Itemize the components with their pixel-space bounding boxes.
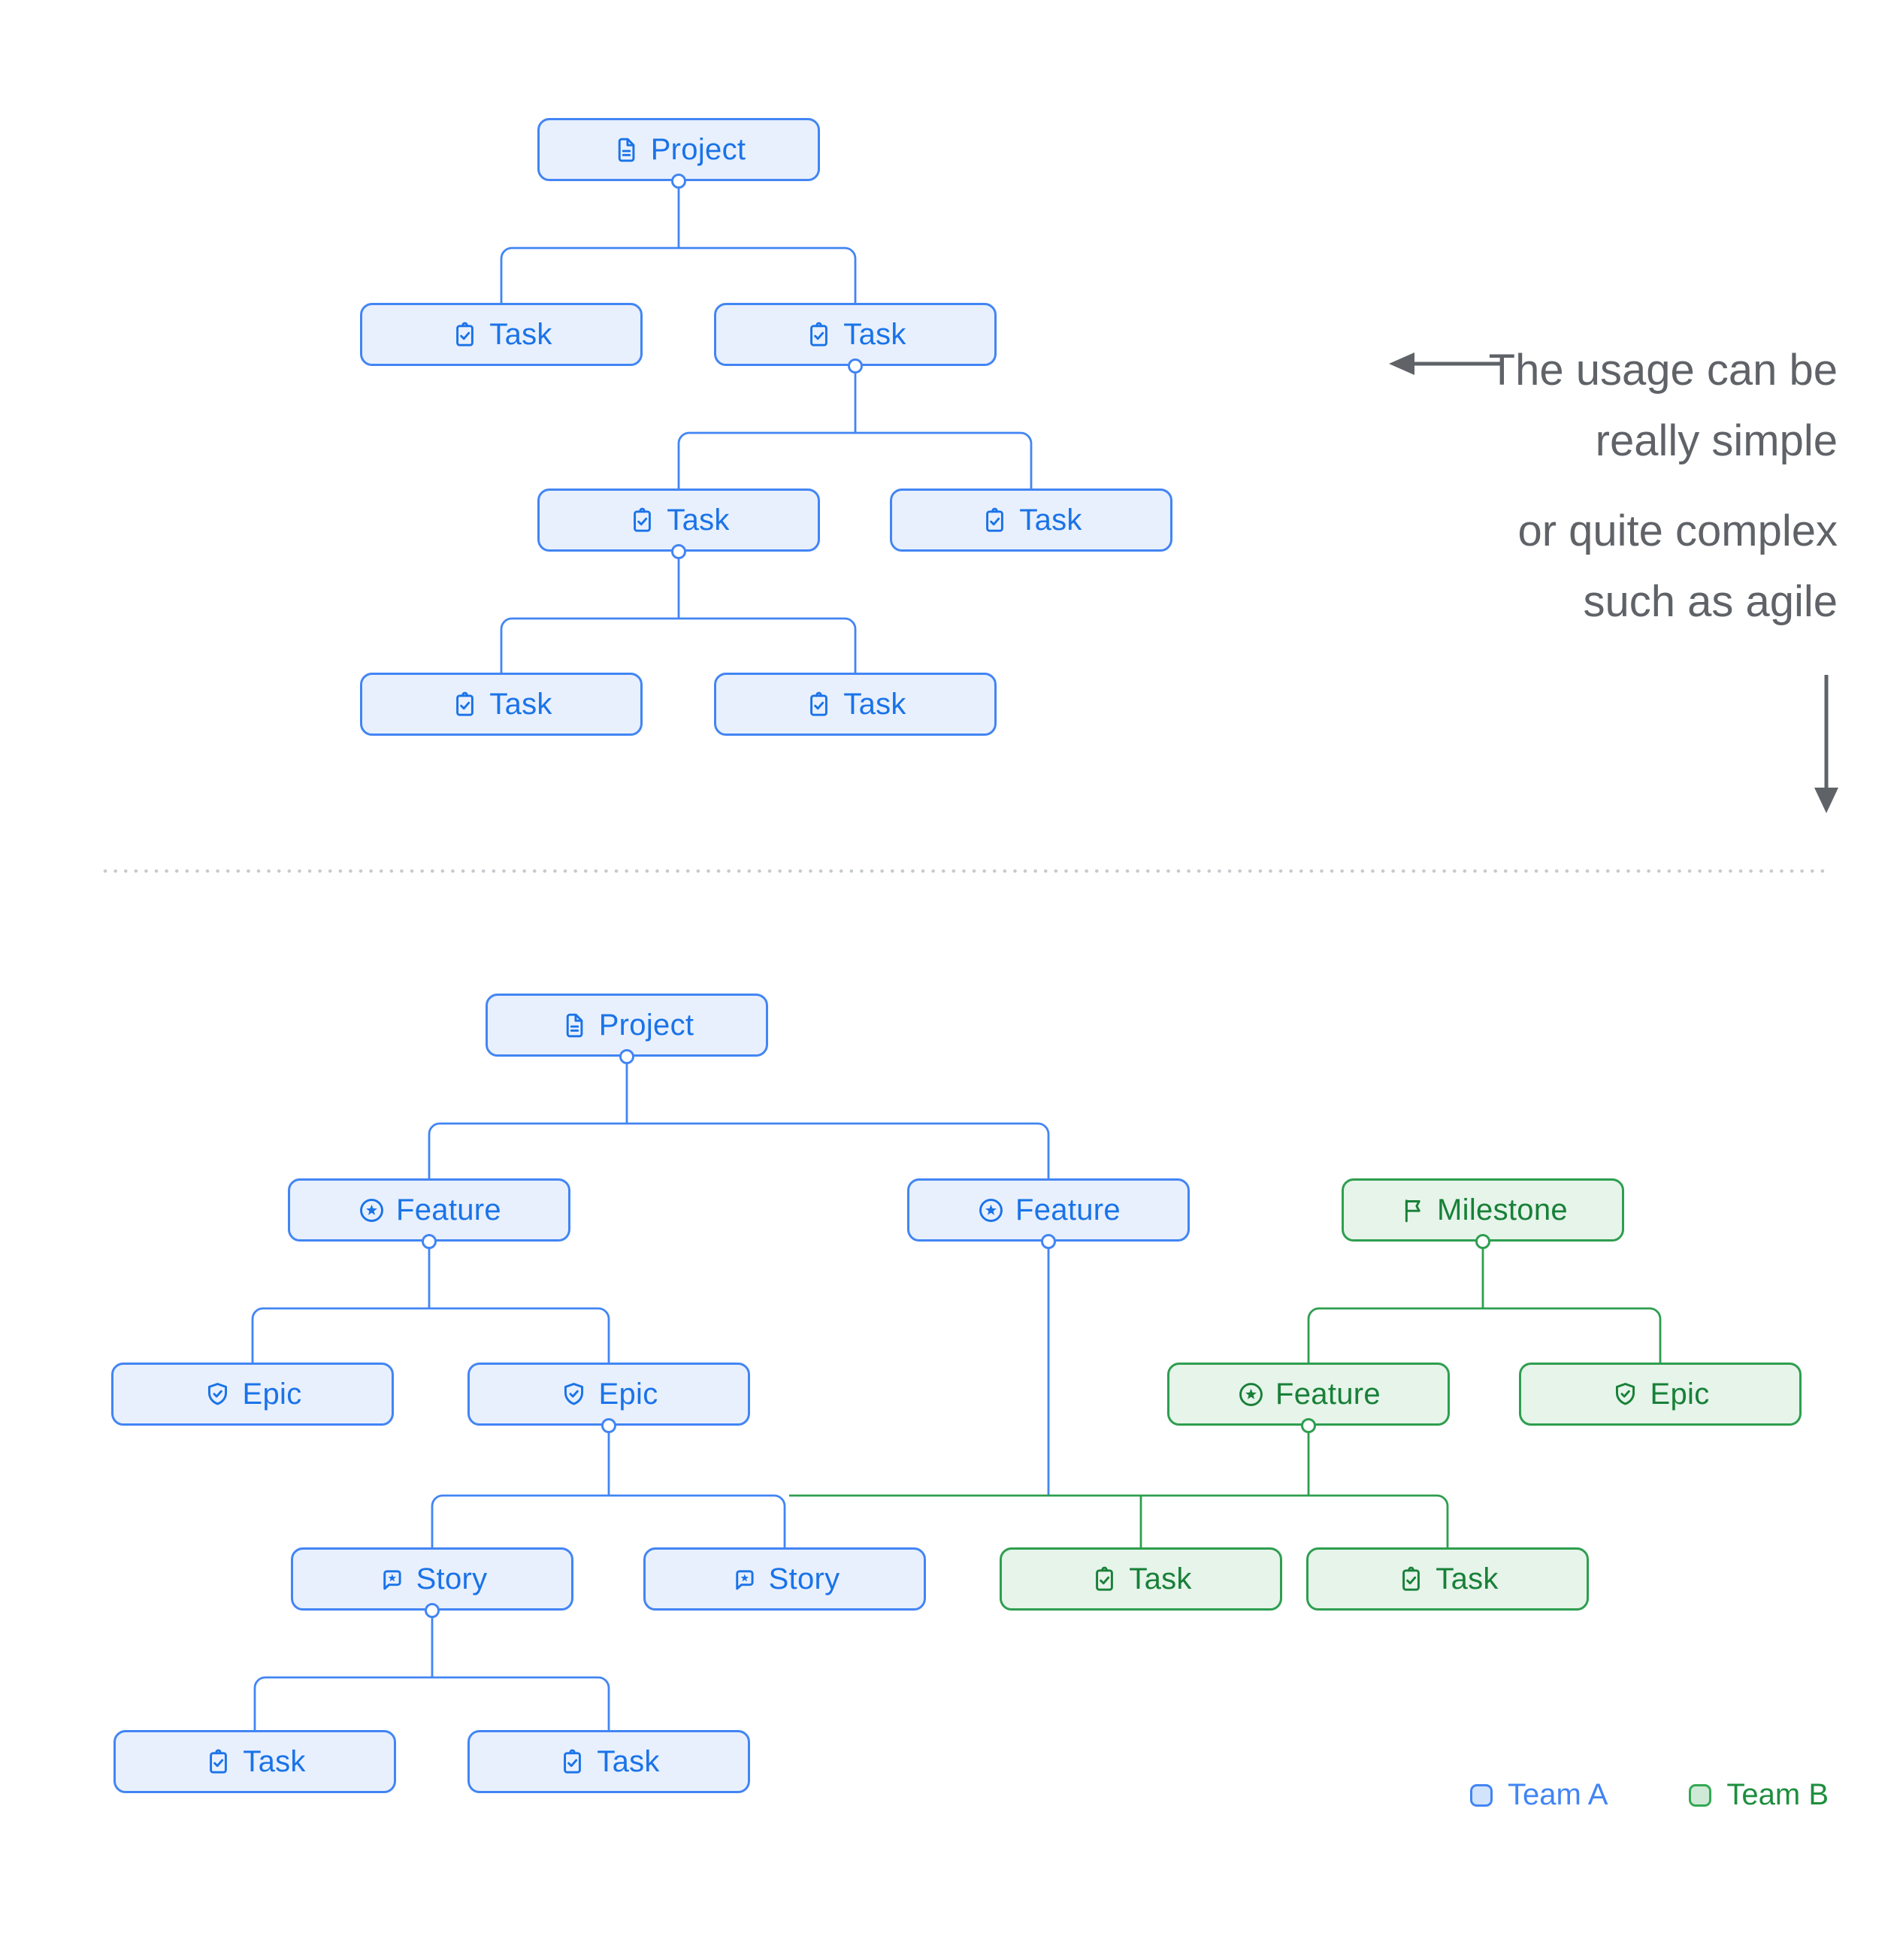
node-label: Feature [1015,1193,1121,1227]
node-label: Task [1129,1562,1192,1596]
connector-line [500,247,857,303]
node-story[interactable]: Story [291,1547,573,1611]
node-label: Task [667,503,730,537]
node-label: Task [843,317,906,351]
epic-icon [203,1380,232,1409]
legend-item-team-a: Team A [1470,1778,1608,1812]
node-label: Task [1436,1562,1499,1596]
node-label: Project [650,132,746,166]
arrow-left-icon [1389,352,1503,375]
project-icon [612,135,641,165]
task-icon [450,320,480,349]
connector-line [1307,1307,1662,1363]
epic-icon [1611,1380,1640,1409]
annotation-line: The usage can be [1488,346,1838,395]
feature-icon [357,1196,386,1225]
node-task[interactable]: Task [714,673,997,736]
node-project[interactable]: Project [486,994,768,1057]
node-epic[interactable]: Epic [1519,1363,1802,1426]
annotation-line: such as agile [1583,577,1838,626]
node-task[interactable]: Task [1306,1547,1589,1611]
legend-label: Team A [1508,1778,1608,1811]
node-task[interactable]: Task [1000,1547,1282,1611]
node-label: Epic [598,1377,658,1411]
connector-port [671,544,686,559]
milestone-icon [1398,1196,1427,1225]
node-project[interactable]: Project [537,118,820,181]
node-label: Story [768,1562,840,1596]
connector-port [601,1418,616,1433]
task-icon [558,1747,587,1777]
node-feature[interactable]: Feature [907,1178,1190,1242]
connector-line [428,1122,1050,1178]
node-feature[interactable]: Feature [288,1178,570,1242]
connector-line [253,1676,610,1730]
task-icon [628,506,657,535]
node-task[interactable]: Task [714,303,997,366]
node-task[interactable]: Task [537,488,820,552]
node-label: Epic [1650,1377,1710,1411]
legend-label: Team B [1726,1778,1829,1811]
task-icon [1396,1565,1426,1594]
node-task[interactable]: Task [113,1730,396,1793]
node-task[interactable]: Task [467,1730,750,1793]
connector-port [848,358,863,374]
connector-port [619,1049,634,1064]
task-icon [204,1747,233,1777]
node-task[interactable]: Task [890,488,1172,552]
legend: Team A Team B [1470,1778,1829,1812]
project-icon [560,1011,589,1040]
task-icon [1090,1565,1119,1594]
node-label: Milestone [1437,1193,1568,1227]
node-task[interactable]: Task [360,673,643,736]
annotation-text: The usage can be really simple or quite … [1489,335,1838,637]
node-label: Task [597,1744,660,1778]
node-epic[interactable]: Epic [467,1363,750,1426]
node-epic[interactable]: Epic [111,1363,394,1426]
node-milestone[interactable]: Milestone [1342,1178,1624,1242]
connector-port [1301,1418,1316,1433]
node-label: Task [489,317,552,351]
node-label: Task [489,687,552,721]
arrow-down-icon [1814,675,1838,813]
node-label: Story [416,1562,488,1596]
node-label: Task [843,687,906,721]
connector-port [425,1603,440,1618]
task-icon [450,690,480,719]
connector-line [251,1307,610,1363]
legend-item-team-b: Team B [1689,1778,1829,1812]
feature-icon [976,1196,1006,1225]
story-icon [377,1565,407,1594]
legend-swatch-team-a [1470,1783,1493,1807]
connector-line [789,1494,1449,1547]
node-label: Feature [396,1193,501,1227]
annotation-line: or quite complex [1517,507,1838,555]
legend-swatch-team-b [1689,1783,1712,1807]
connector-port [671,174,686,189]
node-label: Feature [1275,1377,1381,1411]
story-icon [730,1565,759,1594]
node-label: Epic [242,1377,302,1411]
node-label: Project [598,1008,694,1042]
node-task[interactable]: Task [360,303,643,366]
feature-icon [1236,1380,1266,1409]
task-icon [804,320,834,349]
connector-line [677,431,1033,488]
node-label: Task [243,1744,306,1778]
connector-port [1475,1234,1490,1249]
node-story[interactable]: Story [643,1547,926,1611]
node-feature[interactable]: Feature [1167,1363,1450,1426]
epic-icon [559,1380,588,1409]
connector-port [1041,1234,1056,1249]
connector-line [500,617,857,673]
task-icon [980,506,1009,535]
annotation-line: really simple [1595,416,1838,465]
connector-port [422,1234,437,1249]
task-icon [804,690,834,719]
node-label: Task [1019,503,1082,537]
connector-line [431,1494,786,1547]
